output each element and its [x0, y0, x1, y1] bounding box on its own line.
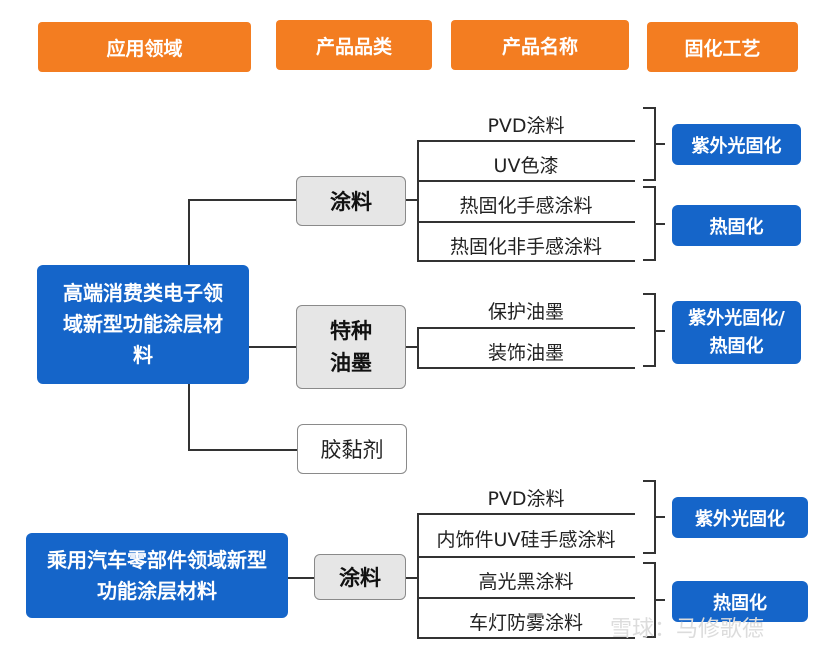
category-special-ink-label: 特种油墨	[330, 319, 372, 375]
product-label: PVD涂料	[487, 115, 565, 137]
curing-uv-thermal: 紫外光固化/热固化	[672, 301, 801, 364]
header-application-domain: 应用领域	[38, 22, 251, 72]
product-label: 车灯防雾涂料	[468, 612, 583, 634]
product-label: 保护油墨	[487, 301, 564, 323]
connector	[406, 199, 418, 201]
connector	[417, 637, 635, 639]
domain-electronics: 高端消费类电子领域新型功能涂层材料	[37, 265, 249, 384]
connector	[188, 449, 298, 451]
curing-uv-thermal-label: 紫外光固化/热固化	[688, 307, 785, 357]
category-adhesive: 胶黏剂	[297, 424, 407, 474]
connector	[417, 327, 635, 329]
header-curing-process: 固化工艺	[647, 22, 798, 72]
domain-automotive-label: 乘用汽车零部件领域新型功能涂层材料	[47, 547, 267, 603]
curing-uv: 紫外光固化	[672, 124, 801, 165]
domain-automotive: 乘用汽车零部件领域新型功能涂层材料	[26, 533, 288, 618]
connector	[188, 199, 296, 201]
connector	[417, 221, 635, 223]
connector	[406, 346, 418, 348]
connector	[417, 367, 635, 369]
connector	[417, 556, 635, 558]
connector	[417, 328, 419, 368]
product-label: 热固化非手感涂料	[449, 236, 602, 258]
domain-electronics-label: 高端消费类电子领域新型功能涂层材料	[63, 281, 223, 367]
connector	[288, 577, 315, 579]
category-special-ink: 特种油墨	[296, 305, 406, 389]
connector	[417, 514, 419, 638]
connector	[417, 180, 635, 182]
connector	[248, 346, 297, 348]
category-coating: 涂料	[296, 176, 406, 226]
connector	[417, 140, 635, 142]
product-label: 装饰油墨	[487, 342, 564, 364]
connector	[417, 513, 635, 515]
watermark: 雪球：马修歌德	[610, 611, 764, 643]
curing-uv-auto: 紫外光固化	[672, 497, 808, 538]
watermark-text: 雪球：马修歌德	[610, 617, 765, 642]
product-label: 高光黑涂料	[478, 571, 574, 593]
connector	[417, 597, 635, 599]
header-product-name: 产品名称	[451, 20, 629, 70]
connector	[417, 260, 635, 262]
product-label: 内饰件UV硅手感涂料	[436, 529, 616, 551]
product-label: 热固化手感涂料	[459, 195, 593, 217]
curing-thermal-auto: 热固化	[672, 581, 808, 622]
connector	[417, 141, 419, 261]
category-coating-auto: 涂料	[314, 554, 406, 600]
curing-thermal: 热固化	[672, 205, 801, 246]
product-label: PVD涂料	[487, 488, 565, 510]
product-label: UV色漆	[493, 155, 559, 177]
connector	[406, 577, 418, 579]
header-product-category: 产品品类	[276, 20, 432, 70]
